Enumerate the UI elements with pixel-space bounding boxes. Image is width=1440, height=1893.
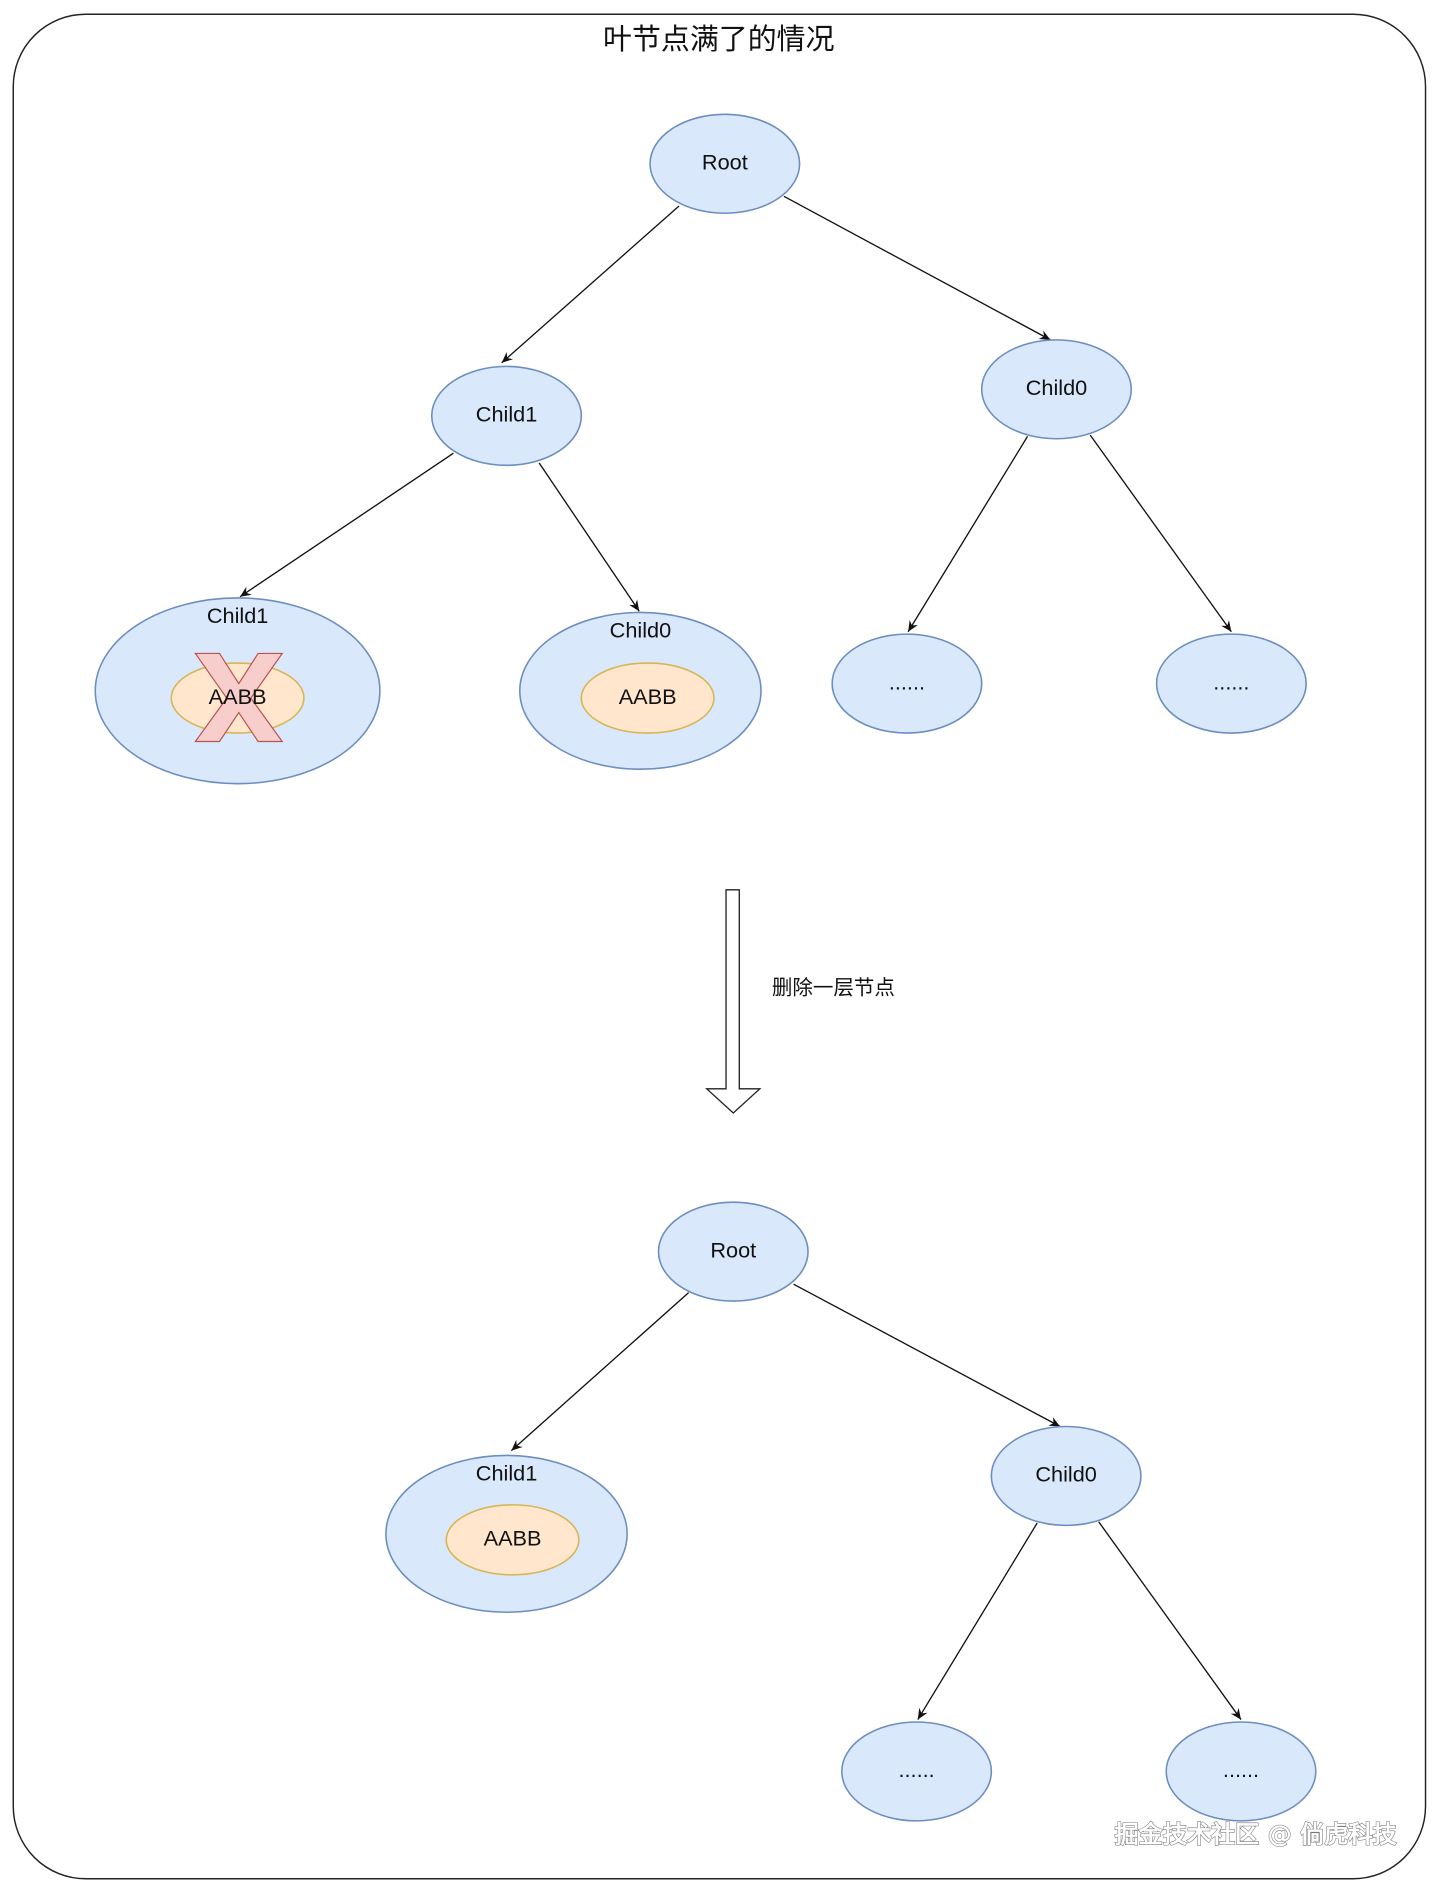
watermark: 掘金技术社区 @ 倘虎科技 [1115, 1820, 1398, 1848]
diagram-title: 叶节点满了的情况 [603, 22, 835, 56]
edge-root-child0 [793, 1283, 1061, 1428]
edge-root-child1 [501, 205, 680, 364]
node-label: ...... [1223, 1757, 1259, 1782]
node-label: Child0 [1026, 375, 1087, 400]
edge-child1-leaf0 [538, 462, 640, 612]
edge-child0-leaf-a [917, 1522, 1038, 1720]
node-label: Root [702, 150, 748, 175]
before-edges [239, 195, 1232, 633]
after-edges [510, 1283, 1242, 1720]
before-child1-node[interactable]: Child1 [430, 365, 583, 467]
edge-child0-leaf-b [1098, 1521, 1242, 1720]
diagram-frame [12, 13, 1427, 1880]
before-leaf-b-node[interactable]: ...... [1155, 633, 1307, 734]
aabb-label: AABB [619, 684, 677, 709]
edge-root-child1 [510, 1292, 690, 1452]
edge-child0-leaf-b [1089, 434, 1232, 633]
before-leaf-child0-node[interactable]: Child0 AABB [519, 611, 762, 770]
node-label: Child1 [476, 402, 537, 427]
aabb-label: AABB [209, 684, 267, 709]
edge-child0-leaf-a [907, 436, 1029, 633]
node-label: ...... [1213, 669, 1249, 694]
node-label: ...... [889, 669, 925, 694]
transition-label: 删除一层节点 [772, 976, 895, 1000]
node-label: Child0 [610, 617, 671, 642]
delete-cross-icon [194, 652, 284, 743]
down-block-arrow-icon [705, 889, 762, 1114]
after-leaf-b-node[interactable]: ...... [1165, 1721, 1317, 1822]
before-leaf-a-node[interactable]: ...... [831, 633, 983, 734]
node-label: Child1 [207, 603, 268, 628]
node-label: Child0 [1035, 1462, 1096, 1487]
after-child1-node[interactable]: Child1 AABB [385, 1454, 628, 1614]
edge-root-child0 [783, 195, 1051, 341]
after-child0-node[interactable]: Child0 [990, 1425, 1142, 1527]
before-root-node[interactable]: Root [649, 113, 801, 215]
node-label: ...... [899, 1757, 935, 1782]
before-child0-node[interactable]: Child0 [980, 339, 1133, 440]
aabb-box [445, 1504, 580, 1576]
edge-child1-leaf1 [239, 452, 454, 598]
before-leaf-child1-node[interactable]: Child1 AABB [94, 597, 381, 785]
aabb-box [580, 662, 715, 734]
node-label: Child1 [476, 1460, 537, 1485]
after-leaf-a-node[interactable]: ...... [841, 1721, 993, 1822]
aabb-label: AABB [484, 1526, 542, 1551]
node-label: Root [710, 1237, 756, 1262]
after-root-node[interactable]: Root [657, 1201, 809, 1302]
